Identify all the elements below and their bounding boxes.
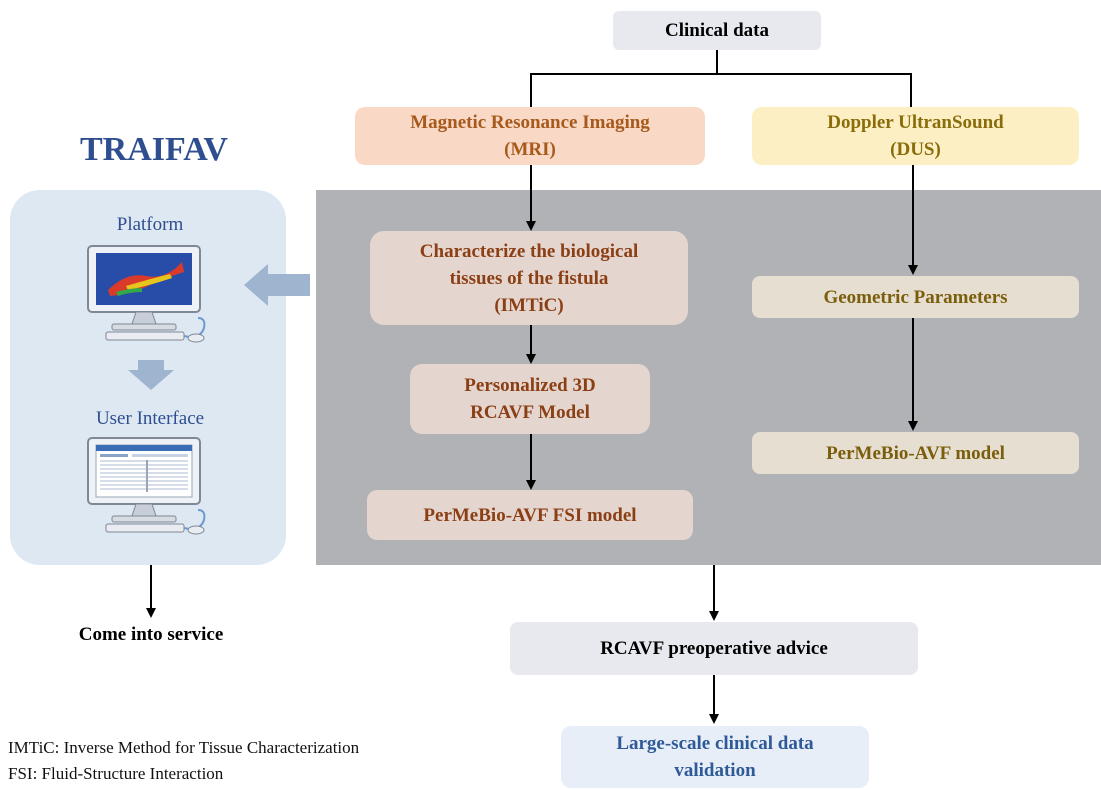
clinical-data-label: Clinical data: [665, 20, 769, 41]
clinical-connector-down: [716, 50, 718, 74]
legend-fsi: FSI: Fluid-Structure Interaction: [8, 764, 224, 783]
arrow-characterize-to-3d: [530, 325, 532, 355]
validation-line2: validation: [674, 760, 756, 781]
arrow-panel-to-advice: [713, 565, 715, 612]
clinical-connector-horizontal: [530, 73, 912, 75]
arrow-to-platform: [244, 264, 310, 306]
arrow-platform-to-ui: [128, 360, 174, 390]
mri-connector: [530, 73, 532, 108]
platform-label: Platform: [116, 214, 184, 235]
preoperative-advice-box: RCAVF preoperative advice: [510, 622, 918, 675]
arrow-traifav-to-service: [150, 565, 152, 610]
avf-model-label: PerMeBio-AVF model: [826, 442, 1005, 464]
model3d-line1: Personalized 3D: [464, 375, 596, 396]
mri-label-line2: (MRI): [504, 139, 556, 160]
user-interface-monitor-icon: [87, 437, 206, 535]
arrow-dus-to-geometric: [912, 165, 914, 266]
validation-box: Large-scale clinical data validation: [561, 726, 869, 788]
mri-label-line1: Magnetic Resonance Imaging: [410, 112, 650, 133]
mri-box: Magnetic Resonance Imaging (MRI): [355, 107, 705, 165]
dus-label-line1: Doppler UltranSound: [827, 112, 1004, 133]
traifav-title: TRAIFAV: [80, 131, 228, 168]
arrow-mri-to-characterize: [530, 165, 532, 223]
characterize-line2: tissues of the fistula: [449, 267, 609, 289]
arrowhead-characterize: [526, 221, 536, 231]
come-into-service-label: Come into service: [78, 624, 224, 645]
advice-label: RCAVF preoperative advice: [600, 638, 828, 659]
personalized-3d-box: Personalized 3D RCAVF Model: [410, 364, 650, 434]
validation-line1: Large-scale clinical data: [616, 733, 814, 754]
arrow-3d-to-fsi: [530, 434, 532, 481]
platform-monitor-icon: [87, 245, 206, 343]
characterize-box: Characterize the biological tissues of t…: [370, 231, 688, 325]
arrowhead-validation: [709, 714, 719, 724]
fsi-model-label: PerMeBio-AVF FSI model: [423, 504, 637, 526]
user-interface-label: User Interface: [95, 408, 205, 429]
characterize-line1: Characterize the biological: [419, 240, 639, 262]
arrowhead-geometric: [908, 265, 918, 275]
characterize-line3: (IMTiC): [494, 294, 564, 316]
dus-connector: [910, 73, 912, 108]
arrowhead-fsi: [526, 480, 536, 490]
arrowhead-avf: [908, 421, 918, 431]
legend-imtic: IMTiC: Inverse Method for Tissue Charact…: [8, 738, 360, 757]
arrowhead-advice: [709, 611, 719, 621]
arrow-geometric-to-avf: [912, 318, 914, 422]
arrowhead-3d: [526, 354, 536, 364]
arrow-advice-to-validation: [713, 675, 715, 715]
dus-box: Doppler UltranSound (DUS): [752, 107, 1079, 165]
model3d-line2: RCAVF Model: [470, 402, 590, 423]
geometric-label: Geometric Parameters: [823, 286, 1008, 308]
arrowhead-service: [146, 608, 156, 618]
clinical-data-box: Clinical data: [613, 11, 821, 50]
geometric-parameters-box: Geometric Parameters: [752, 276, 1079, 318]
avf-model-box: PerMeBio-AVF model: [752, 432, 1079, 474]
fsi-model-box: PerMeBio-AVF FSI model: [367, 490, 693, 540]
dus-label-line2: (DUS): [890, 139, 941, 160]
